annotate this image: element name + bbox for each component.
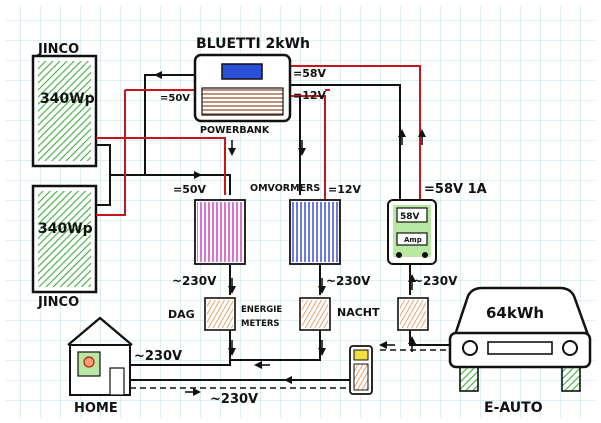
- car-wheel-left: [459, 366, 479, 392]
- battery-screen: [221, 63, 263, 80]
- red-wires: [96, 65, 421, 216]
- bottom-wire-label: ~230V: [210, 392, 258, 407]
- home-roof: [67, 316, 133, 346]
- car-body: [448, 331, 592, 369]
- meters-label-line1: ENERGIE: [241, 305, 282, 315]
- meters-label-line2: METERS: [241, 319, 280, 329]
- charger-display: [396, 207, 428, 223]
- charger-amp-value: Amp: [404, 236, 422, 244]
- bottom-panel-label: 340Wp: [38, 221, 93, 237]
- charging-pole-body: [353, 363, 369, 391]
- black-wires: [96, 74, 460, 381]
- top-panel-label: 340Wp: [40, 91, 95, 107]
- bottom-panel-brand: JINCO: [37, 295, 79, 310]
- flow-arrows: [154, 71, 426, 396]
- day-meter-fill: [207, 300, 233, 328]
- day-meter-label: DAG: [168, 308, 195, 321]
- charger-output: ~230V: [413, 274, 458, 288]
- charger-amp-display: [396, 232, 428, 246]
- battery-58v-label: =58V: [293, 67, 327, 80]
- home-label: HOME: [74, 401, 118, 416]
- car-headlight-left: [462, 340, 478, 356]
- battery-vent: [201, 87, 284, 116]
- car-grille: [487, 341, 553, 355]
- car-cabin: [453, 286, 590, 337]
- car-label: E-AUTO: [484, 400, 543, 416]
- home-door: [109, 367, 125, 396]
- inverter-left-input-label: =50V: [173, 183, 207, 196]
- battery-subtitle: POWERBANK: [200, 125, 270, 136]
- inverter-right-input-label: =12V: [328, 183, 362, 196]
- night-meter-label: NACHT: [337, 306, 380, 319]
- charger-input-label: =58V 1A: [424, 182, 487, 197]
- night-meter-fill: [302, 300, 328, 328]
- bottom-panel-cells: [38, 191, 91, 287]
- dashed-ac-wire: [130, 349, 460, 389]
- top-panel-brand: JINCO: [37, 42, 79, 57]
- battery-input-label: =50V: [160, 93, 190, 104]
- car-headlight-right: [562, 340, 578, 356]
- day-inverter-output: ~230V: [172, 274, 217, 288]
- day-inverter-fill: [197, 202, 243, 262]
- home-fire-icon: [83, 356, 95, 368]
- top-panel-cells: [38, 61, 91, 161]
- night-inverter-fill: [292, 202, 338, 262]
- car-capacity: 64kWh: [486, 304, 544, 322]
- charger-display-value: 58V: [400, 212, 420, 222]
- charging-pole-display: [353, 349, 369, 361]
- charger-terminal-right: [422, 252, 428, 258]
- charger-terminal-left: [396, 252, 402, 258]
- car-wheel-right: [561, 366, 581, 392]
- home-wire-label: ~230V: [134, 349, 182, 364]
- battery-title: BLUETTI 2kWh: [196, 36, 310, 52]
- battery-12v-label: =12V: [293, 89, 327, 102]
- night-inverter-output: ~230V: [326, 274, 371, 288]
- charger-meter-fill: [400, 300, 426, 328]
- inverters-title: OMVORMERS: [250, 183, 320, 194]
